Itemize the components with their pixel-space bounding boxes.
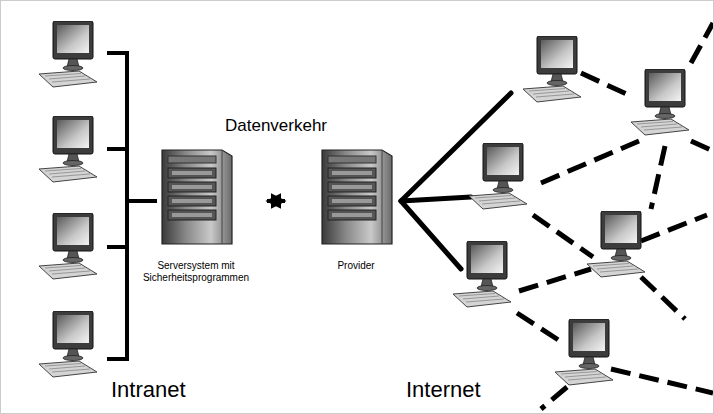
server-node: Serversystem mit Sicherheitsprogrammen <box>128 146 264 284</box>
server-node: Provider <box>288 146 424 272</box>
network-label: Internet <box>406 377 481 403</box>
traffic-arrow <box>267 199 285 203</box>
server-caption: Serversystem mit Sicherheitsprogrammen <box>128 260 264 284</box>
server-caption: Provider <box>288 260 424 272</box>
network-label: Intranet <box>111 377 186 403</box>
edge-label: Datenverkehr <box>223 116 329 136</box>
